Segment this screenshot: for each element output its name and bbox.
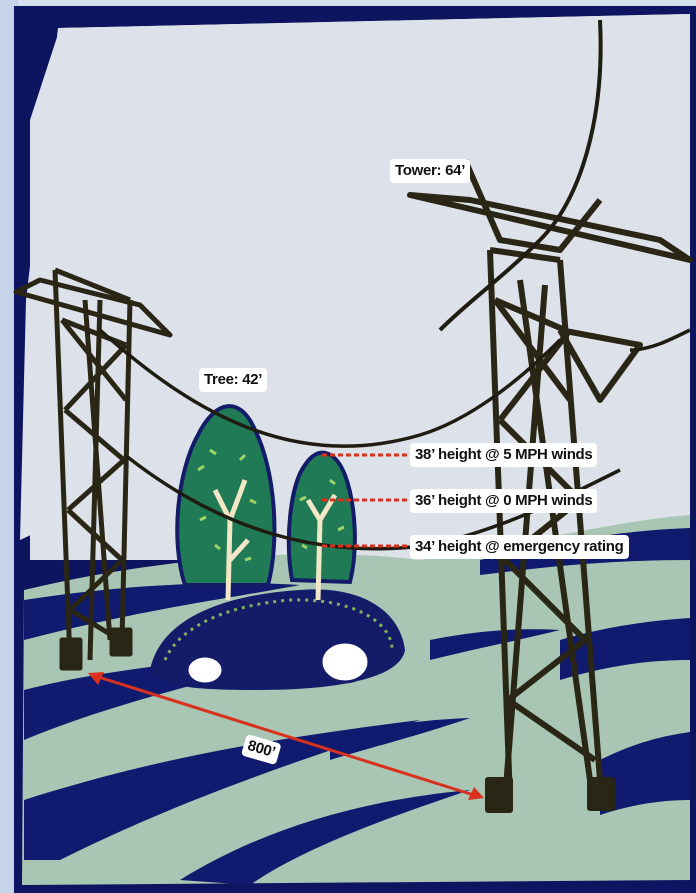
rock-left (187, 656, 223, 684)
short-tree (289, 453, 355, 600)
clearance-5mph-label: 38’ height @ 5 MPH winds (410, 443, 597, 467)
clearance-emergency-label: 34’ height @ emergency rating (410, 535, 629, 559)
sky-fill (30, 14, 690, 560)
rock-right (321, 642, 369, 682)
tower-height-label: Tower: 64’ (390, 159, 470, 183)
tree-height-label: Tree: 42’ (199, 368, 267, 392)
clearance-0mph-label: 36’ height @ 0 MPH winds (410, 489, 597, 513)
